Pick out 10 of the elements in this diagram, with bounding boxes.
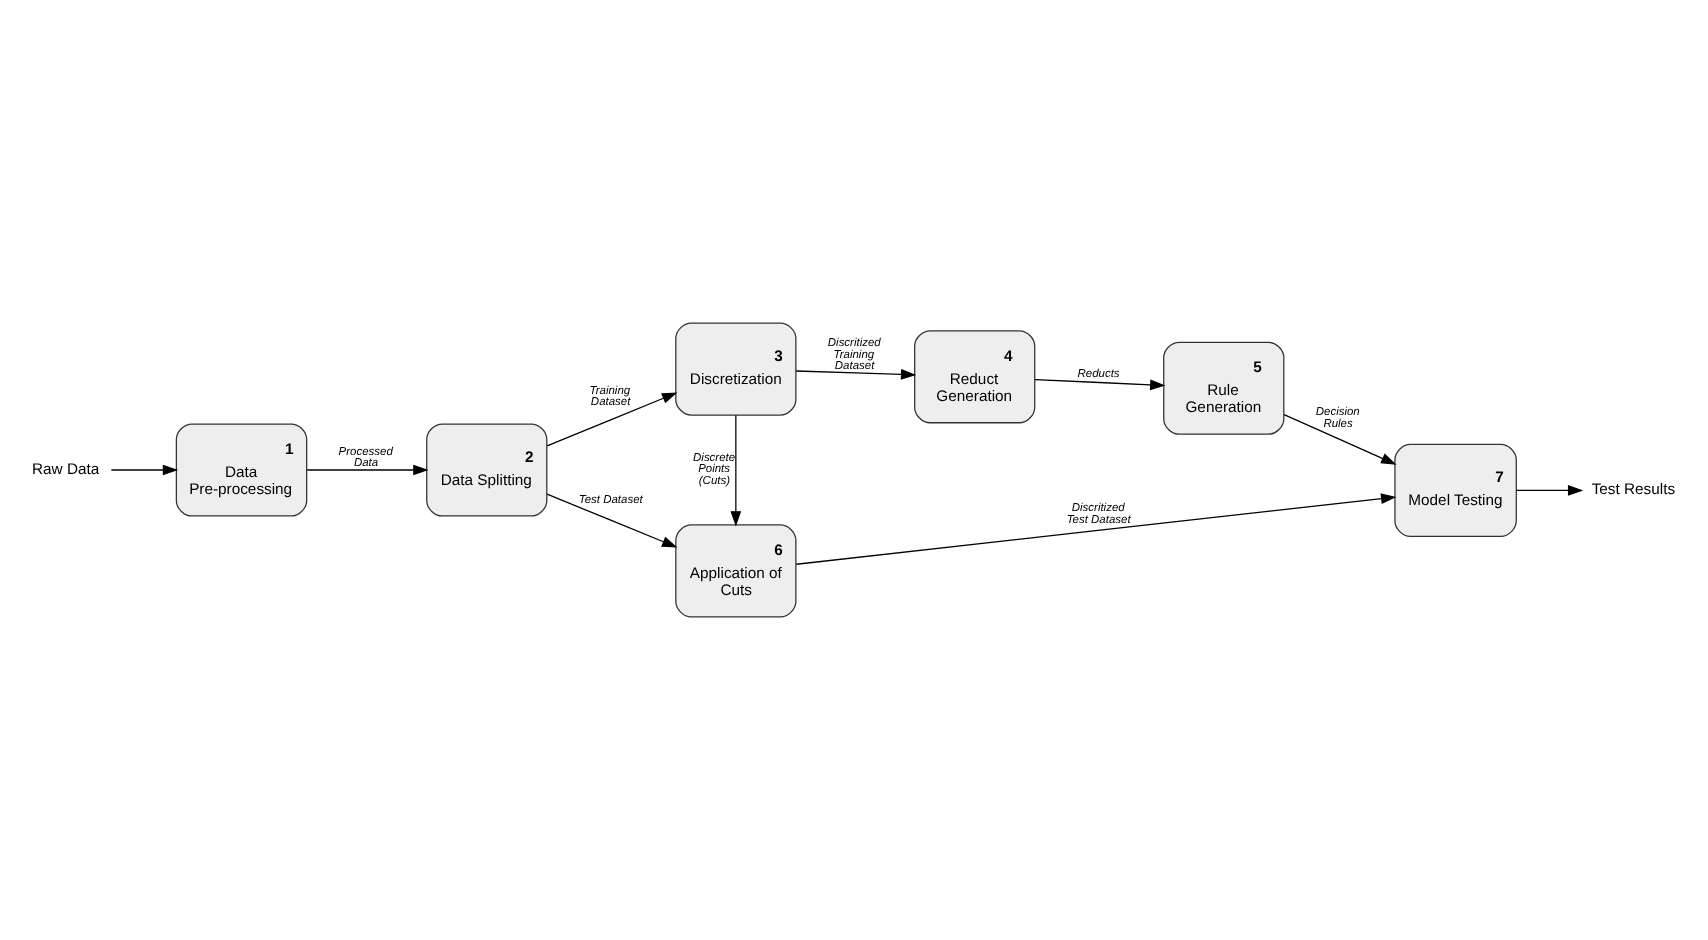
arrow: [1034, 378, 1166, 391]
arrow: [306, 464, 429, 476]
arrow: [1283, 413, 1397, 465]
arrow: [110, 464, 179, 476]
arrow: [730, 414, 742, 527]
arrow: [795, 493, 1397, 565]
arrow: [1515, 485, 1584, 496]
arrow: [546, 392, 678, 447]
arrow: [795, 369, 917, 380]
arrow: [546, 493, 678, 548]
